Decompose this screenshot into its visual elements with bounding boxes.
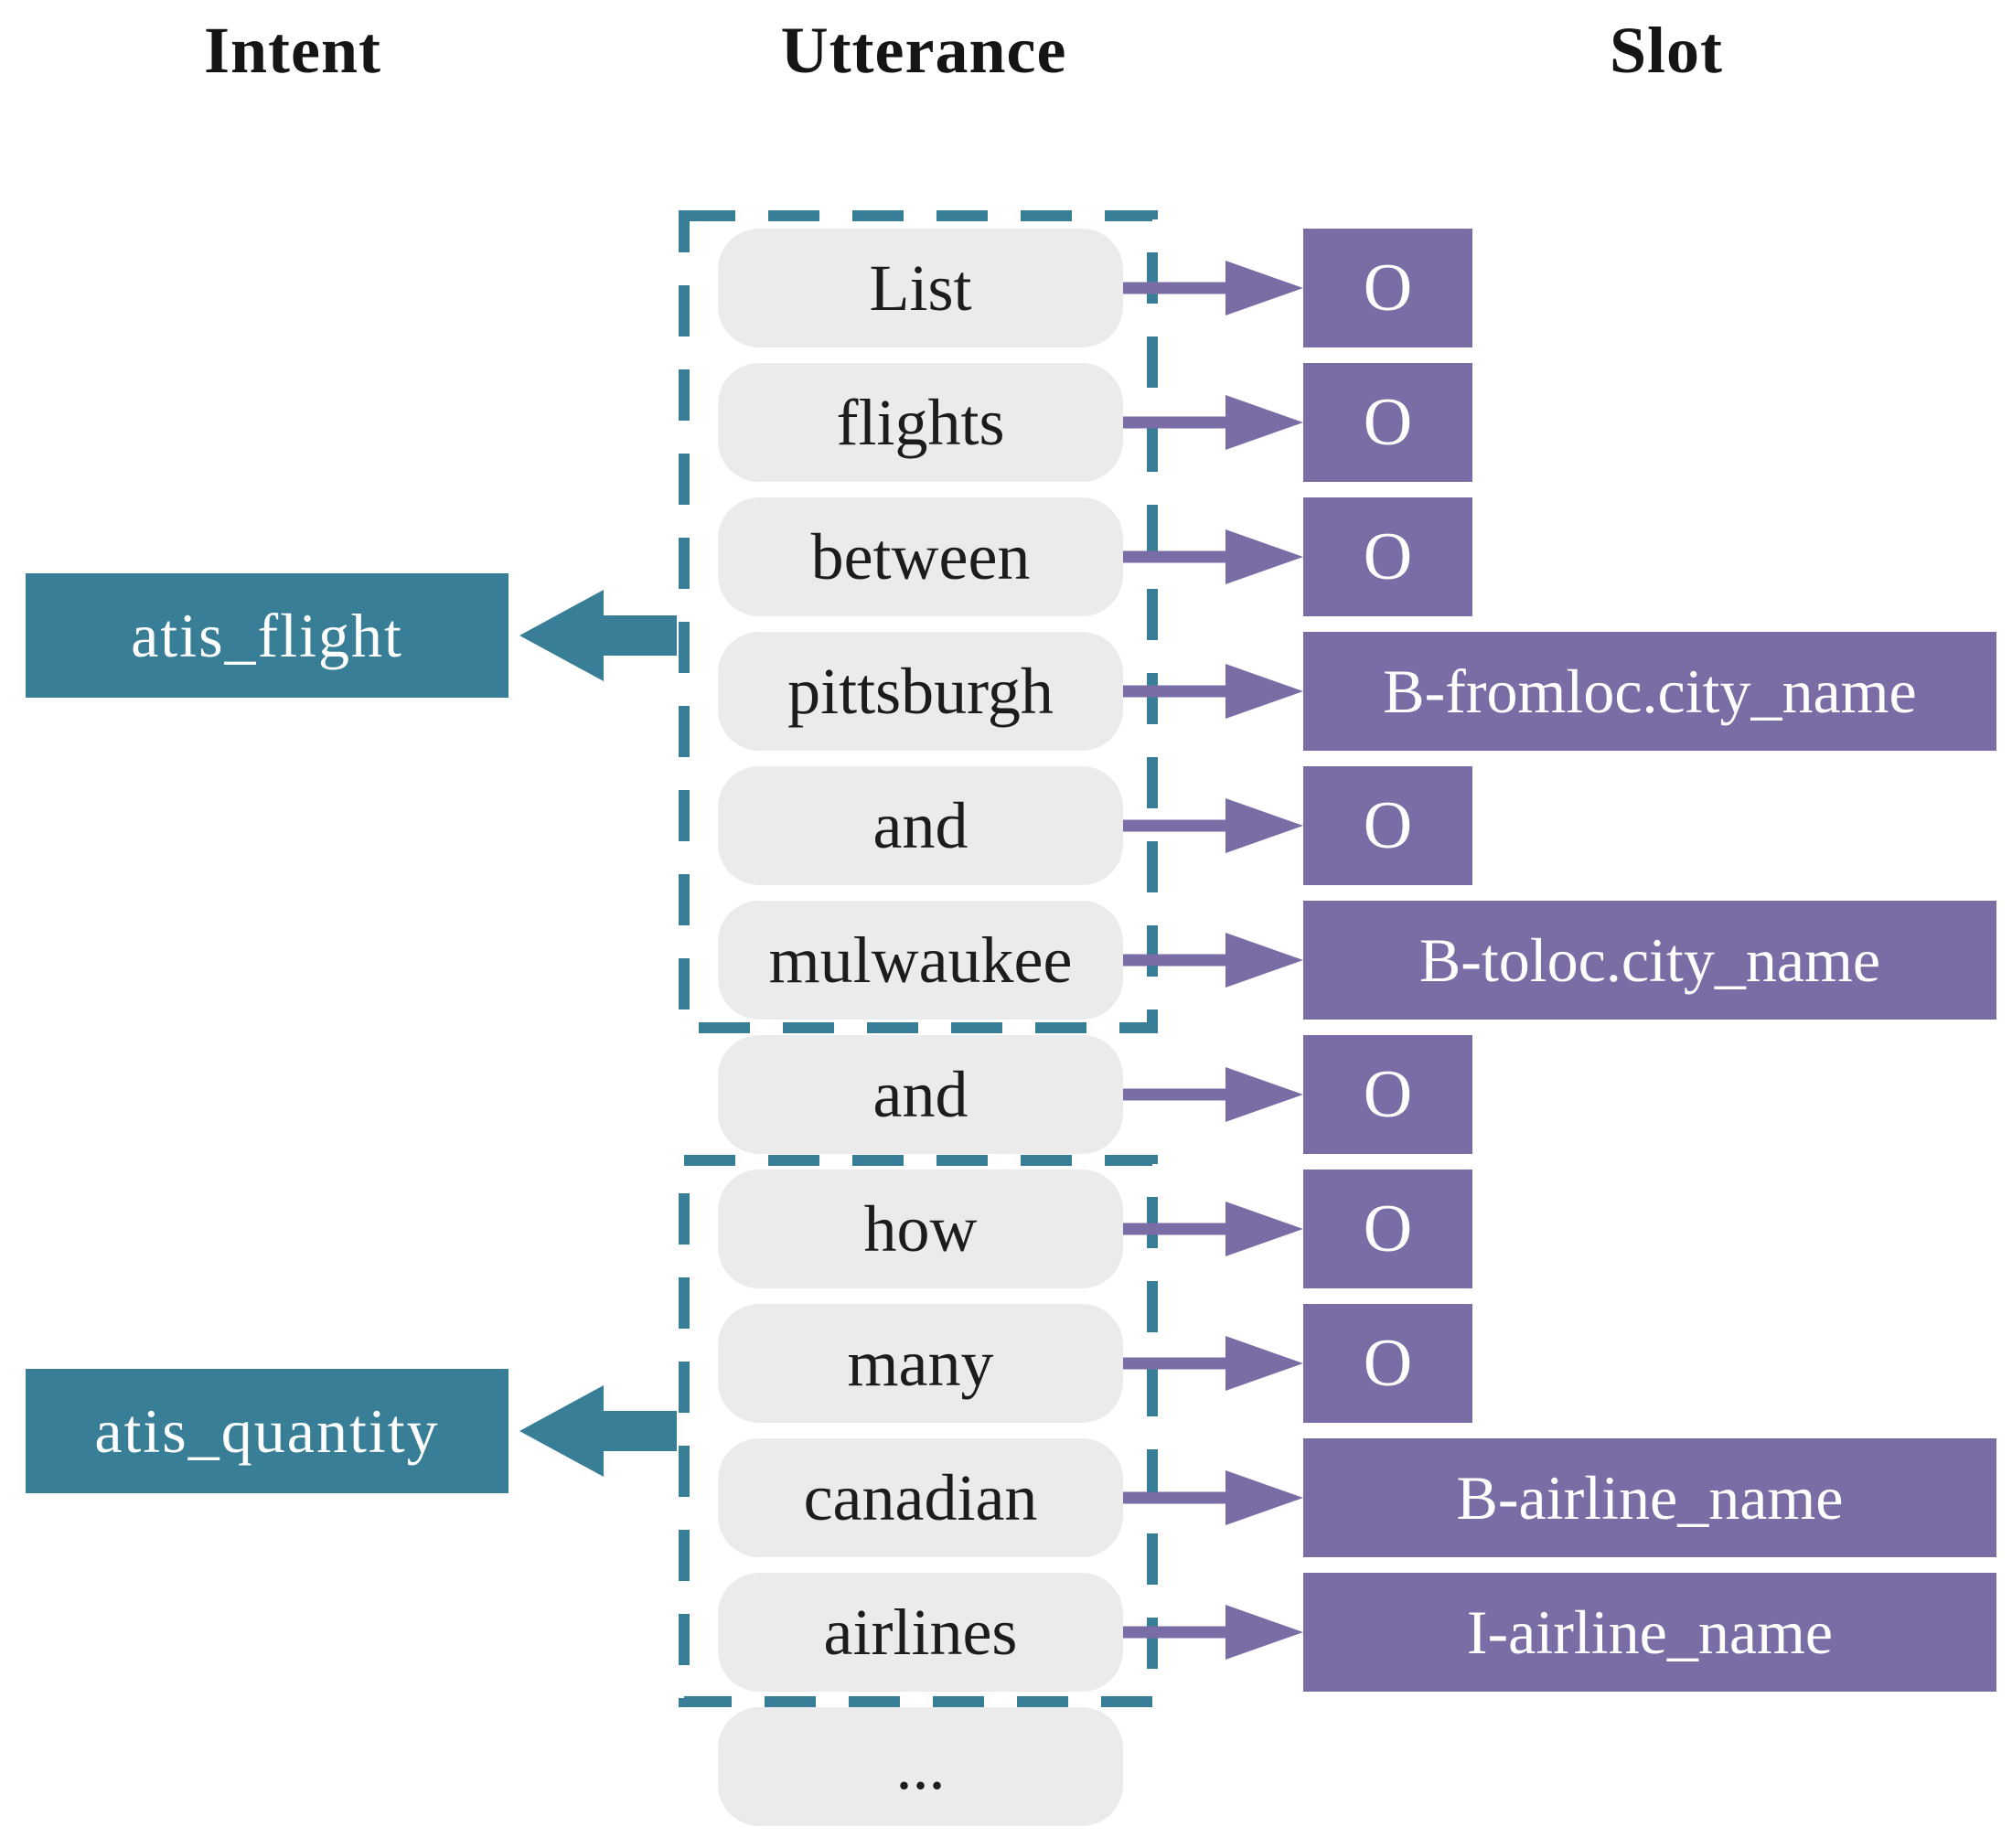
token-box: airlines <box>718 1573 1123 1692</box>
arrow-right-icon <box>1118 1336 1303 1391</box>
arrow-right-icon <box>1118 798 1303 853</box>
token-box: ... <box>718 1707 1123 1826</box>
slot-box: O <box>1303 1170 1472 1288</box>
token-box: flights <box>718 363 1123 482</box>
arrow-right-icon <box>1118 395 1303 450</box>
token-box: and <box>718 1035 1123 1154</box>
column-header-slot: Slot <box>1609 14 1724 87</box>
slot-box: B-airline_name <box>1303 1438 1996 1557</box>
slot-box: O <box>1303 766 1472 885</box>
slot-box: I-airline_name <box>1303 1573 1996 1692</box>
arrow-right-icon <box>1118 1605 1303 1660</box>
token-box: between <box>718 497 1123 616</box>
token-box: and <box>718 766 1123 885</box>
token-box: how <box>718 1170 1123 1288</box>
token-box: pittsburgh <box>718 632 1123 751</box>
slot-box: B-toloc.city_name <box>1303 901 1996 1020</box>
arrow-right-icon <box>1118 529 1303 584</box>
slot-box: O <box>1303 1035 1472 1154</box>
token-box: canadian <box>718 1438 1123 1557</box>
slot-box: O <box>1303 229 1472 347</box>
slot-box: O <box>1303 497 1472 616</box>
slot-box: B-fromloc.city_name <box>1303 632 1996 751</box>
arrow-right-icon <box>1118 664 1303 719</box>
arrow-left-icon <box>519 590 677 681</box>
token-box: List <box>718 229 1123 347</box>
token-box: many <box>718 1304 1123 1423</box>
column-header-utterance: Utterance <box>780 14 1067 87</box>
arrow-right-icon <box>1118 1470 1303 1525</box>
column-header-intent: Intent <box>203 14 381 87</box>
arrow-right-icon <box>1118 933 1303 988</box>
arrow-right-icon <box>1118 1067 1303 1122</box>
intent-box-atis-flight: atis_flight <box>26 573 508 698</box>
slot-box: O <box>1303 1304 1472 1423</box>
intent-box-atis-quantity: atis_quantity <box>26 1369 508 1493</box>
token-box: mulwaukee <box>718 901 1123 1020</box>
arrow-right-icon <box>1118 1202 1303 1256</box>
arrow-right-icon <box>1118 261 1303 315</box>
slot-box: O <box>1303 363 1472 482</box>
arrow-left-icon <box>519 1385 677 1477</box>
